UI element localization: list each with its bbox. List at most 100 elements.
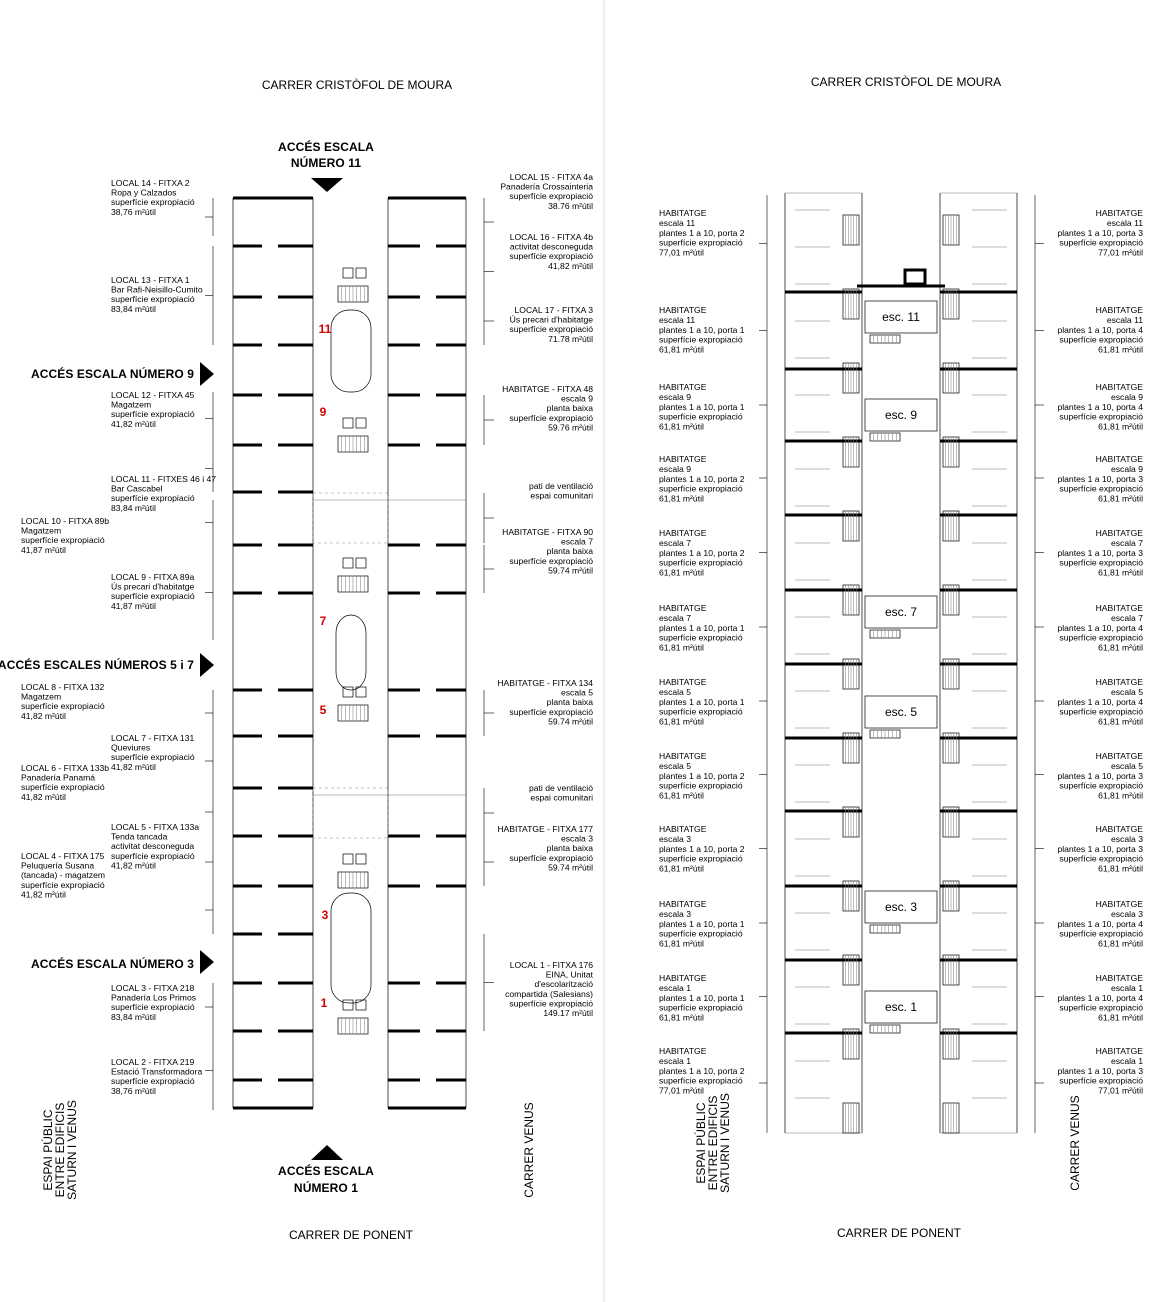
left-unit-label-line: Magatzem [111,400,151,410]
left-dwelling-label-line: 77,01 m²útil [659,248,704,258]
right-dwelling-label-line: HABITATGE [1096,824,1144,834]
lift-box [355,417,367,429]
left-unit-label-line: LOCAL 8 - FITXA 132 [21,682,104,692]
core-stair [942,584,960,616]
lift-box [355,267,367,279]
stair-label: esc. 3 [885,900,917,914]
left-unit-label-line: Bar Cascabel [111,484,163,494]
right-dwelling-label-line: escala 3 [1111,909,1143,919]
right-dwelling-label-line: superfície expropiació [1059,707,1143,717]
right-unit-label-line: escala 9 [561,394,593,404]
core-stair [842,584,860,616]
left-unit-label-line: Panadería Los Primos [111,993,196,1003]
right-unit-label-line: HABITATGE - FITXA 134 [497,678,593,688]
stair-flight [869,924,901,934]
left-unit-label-line: 41,82 m²útil [111,860,156,870]
left-dwelling-label-line: 61,81 m²útil [659,864,704,874]
right-unit-label-line: 59.74 m²útil [548,862,593,872]
lift [342,853,367,865]
left-unit-label-line: 41,82 m²útil [111,419,156,429]
right-dwelling-label-line: HABITATGE [1096,305,1144,315]
access-57: ACCÉS ESCALES NÚMEROS 5 i 7 [0,657,194,672]
left-dwelling-label-line: superfície expropiació [659,854,743,864]
lift [342,417,367,429]
right-unit-label-line: espai comunitari [530,793,593,803]
right-dwelling-label-line: escala 7 [1111,613,1143,623]
left-dwelling-label-line: plantes 1 a 10, porta 2 [659,474,745,484]
right-unit-label-line: EINA, Unitat [546,970,594,980]
side-left-label: SATURN I VENUS [718,1093,732,1193]
lift [342,267,367,279]
core-stair [942,362,960,394]
right-dwelling-label-line: superfície expropiació [1059,558,1143,568]
right-dwelling-label-line: escala 3 [1111,834,1143,844]
left-dwelling-label-line: superfície expropiació [659,781,743,791]
left-dwelling-label-line: escala 3 [659,909,691,919]
left-dwelling-label-line: 61,81 m²útil [659,717,704,727]
left-dwelling-label-line: HABITATGE [659,454,707,464]
street-right: CARRER VENUS [522,1102,536,1197]
landing [864,695,938,729]
right-dwelling-label-line: escala 11 [1107,315,1143,325]
stair-flight [869,629,901,639]
core-stair [942,510,960,542]
left-dwelling-label-line: plantes 1 a 10, porta 2 [659,771,745,781]
left-unit-label-line: 83,84 m²útil [111,1012,156,1022]
stair-flight [337,871,369,889]
stair-number: 9 [320,405,327,419]
left-unit-label-line: superfície expropiació [21,535,105,545]
left-unit-label-line: superfície expropiació [21,880,105,890]
left-dwelling-label-line: HABITATGE [659,1046,707,1056]
right-unit-label-line: 41,82 m²útil [548,261,593,271]
landing [864,595,938,629]
ventilation-patio [312,787,389,839]
left-unit-label-line: Estació Transformadora [111,1067,202,1077]
right-dwelling-label-line: superfície expropiació [1059,781,1143,791]
right-dwelling-label-line: plantes 1 a 10, porta 4 [1057,402,1143,412]
stair-label: esc. 7 [885,605,917,619]
left-unit-label-line: superfície expropiació [111,591,195,601]
right-unit-label-line: pati de ventilació [529,481,593,491]
core-stair [842,510,860,542]
right-dwelling-label-line: 61,81 m²útil [1098,494,1143,504]
left-dwelling-label-line: escala 11 [659,218,695,228]
ventilation-patio [312,492,389,544]
core-stair [842,732,860,764]
left-dwelling-label-line: 61,81 m²útil [659,345,704,355]
right-unit-label-line: HABITATGE - FITXA 90 [502,527,593,537]
right-unit-label-line: superfície expropiació [509,556,593,566]
lift [342,686,367,698]
right-dwelling-label-line: escala 9 [1111,464,1143,474]
right-dwelling-label-line: plantes 1 a 10, porta 3 [1057,228,1143,238]
core-stair [942,732,960,764]
left-dwelling-label-line: HABITATGE [659,824,707,834]
right-dwelling-label-line: plantes 1 a 10, porta 3 [1057,1066,1143,1076]
right-dwelling-label-line: superfície expropiació [1059,854,1143,864]
access-bottom-2: NÚMERO 1 [294,1180,358,1195]
left-unit-label-line: superfície expropiació [21,782,105,792]
left-dwelling-label-line: plantes 1 a 10, porta 2 [659,844,745,854]
left-dwelling-label-line: plantes 1 a 10, porta 2 [659,548,745,558]
left-dwelling-label-line: HABITATGE [659,382,707,392]
left-unit-label-line: LOCAL 11 - FITXES 46 i 47 [111,474,216,484]
right-unit-label-line: 71.78 m²útil [548,334,593,344]
